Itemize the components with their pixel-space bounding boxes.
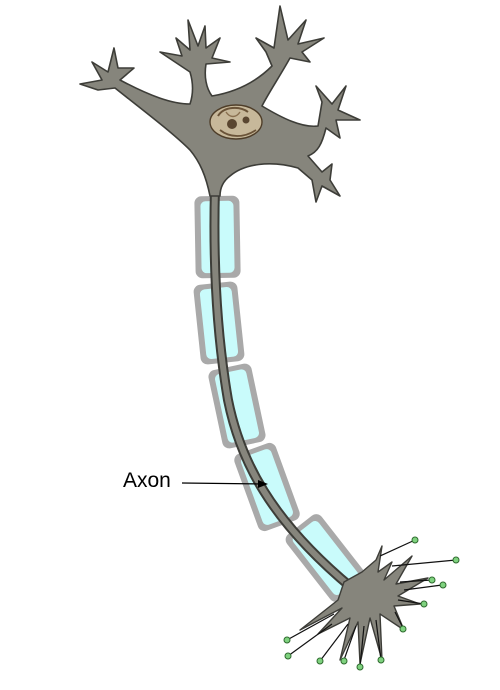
terminal-bulb [428, 576, 436, 584]
terminal-bulb [377, 656, 385, 664]
cell-body [79, 5, 361, 203]
terminal-bulb [356, 663, 364, 671]
axon-terminals [283, 536, 460, 671]
soma [79, 5, 361, 203]
axon-pointer [181, 480, 268, 488]
nucleus [209, 104, 263, 140]
terminal-bulb [284, 652, 292, 660]
terminal-bulb [340, 657, 348, 665]
terminal-bulb [439, 581, 447, 589]
terminal-bulb [399, 625, 407, 633]
axon-label: Axon [123, 469, 171, 492]
terminal-bulb [420, 600, 428, 608]
terminal-bulb [452, 556, 460, 564]
terminal-bulb [411, 536, 419, 544]
terminal-bulb [316, 657, 324, 665]
terminal-bulb [283, 636, 291, 644]
